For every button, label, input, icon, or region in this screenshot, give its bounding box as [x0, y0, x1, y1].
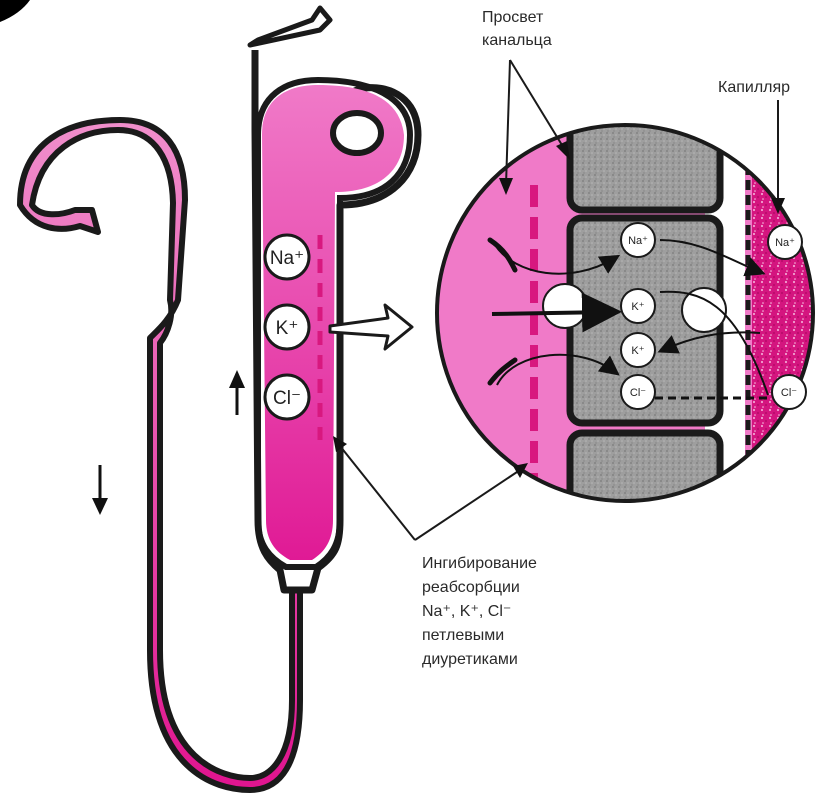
capillary-ion-sodium: Na⁺ — [768, 225, 802, 259]
inhibition-label-line1: Ингибирование — [422, 555, 537, 572]
cell-ion-potassium-in-label: K⁺ — [631, 301, 644, 313]
flow-up-arrow — [229, 370, 245, 415]
limb-ion-sodium-label: Na⁺ — [270, 248, 304, 269]
cell-ion-potassium-out-label: K⁺ — [631, 345, 644, 357]
limb-ion-potassium: K⁺ — [265, 305, 309, 349]
limb-ion-sodium: Na⁺ — [265, 235, 309, 279]
inhibition-label-line2: реабсорбции — [422, 579, 520, 596]
cell-ion-chloride: Cl⁻ — [621, 375, 655, 409]
cell-ion-potassium-in: K⁺ — [621, 289, 655, 323]
flow-down-arrow — [92, 465, 108, 515]
capillary-label: Капилляр — [718, 79, 790, 96]
capillary-ion-chloride-label: Cl⁻ — [781, 387, 797, 399]
lumen-label-line2: канальца — [482, 32, 552, 49]
limb-ion-potassium-label: K⁺ — [276, 318, 299, 339]
limb-ion-chloride-label: Cl⁻ — [273, 388, 301, 409]
cell-ion-potassium-out: K⁺ — [621, 333, 655, 367]
cell-ion-sodium-label: Na⁺ — [628, 235, 648, 247]
magnified-view — [430, 115, 819, 528]
capillary-ion-chloride: Cl⁻ — [772, 375, 806, 409]
limb-ion-chloride: Cl⁻ — [265, 375, 309, 419]
corner-fragment — [0, 0, 30, 22]
cell-ion-sodium: Na⁺ — [621, 223, 655, 257]
cell-ion-chloride-label: Cl⁻ — [630, 387, 646, 399]
inhibition-label-line5: диуретиками — [422, 651, 518, 668]
capillary-ion-sodium-label: Na⁺ — [775, 237, 795, 249]
lumen-label-line1: Просвет — [482, 9, 544, 26]
inhibition-label-line3: Na⁺, K⁺, Cl⁻ — [422, 603, 511, 620]
inhibition-label-line4: петлевыми — [422, 627, 504, 644]
ascending-limb — [250, 8, 418, 590]
